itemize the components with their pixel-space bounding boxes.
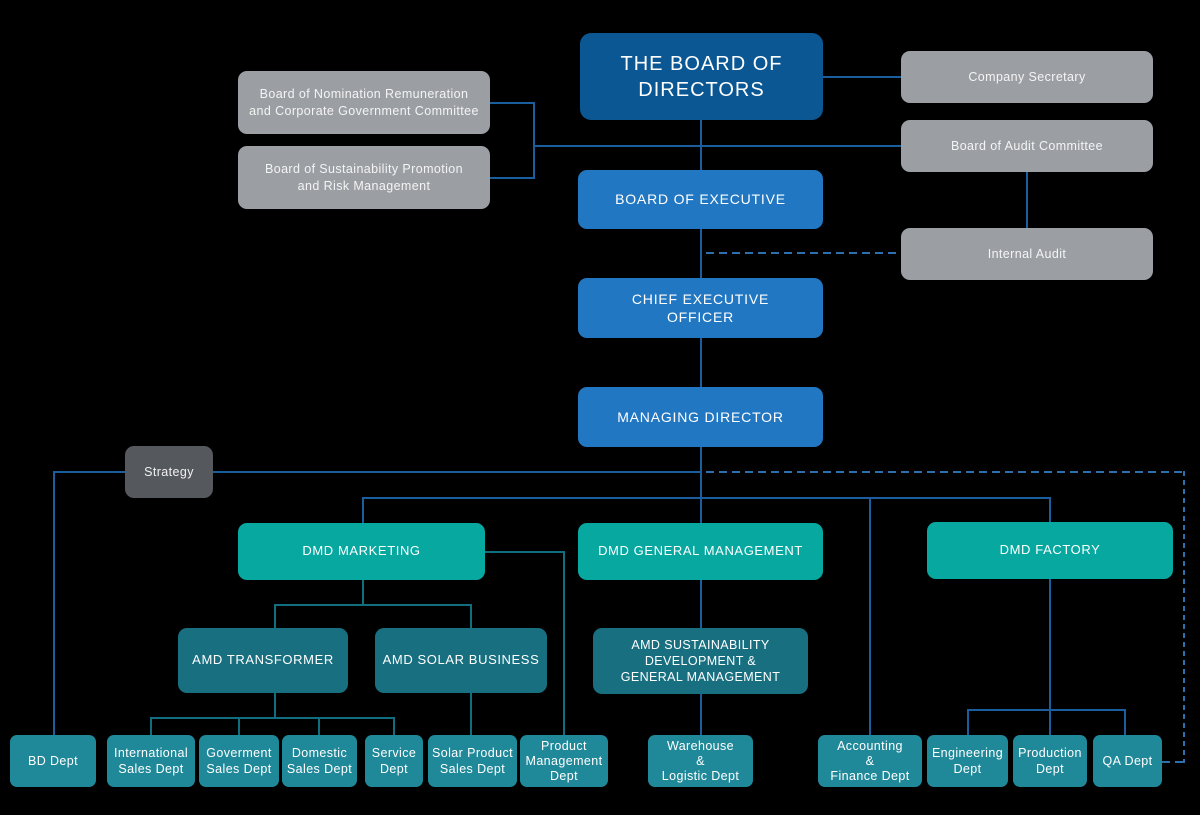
node-dmd-factory: DMD FACTORY — [927, 522, 1173, 579]
node-amd-transformer: AMD TRANSFORMER — [178, 628, 348, 693]
connector-strategy-crossbar — [53, 471, 701, 473]
connector-dashed-strategy-right — [706, 471, 1185, 473]
node-dmd-marketing: DMD MARKETING — [238, 523, 485, 580]
node-audit-committee: Board of Audit Committee — [901, 120, 1153, 172]
connector-nomination-stub — [490, 102, 534, 104]
node-board-of-executive: BOARD OF EXECUTIVE — [578, 170, 823, 229]
connector-marketing-to-product-mgmt-v — [563, 551, 565, 735]
connector-drop-dmd-marketing — [362, 497, 364, 523]
connector-amd-solar-to-solar-product — [470, 693, 472, 735]
node-warehouse-logistic-dept: Warehouse & Logistic Dept — [648, 735, 753, 787]
connector-dmd-factory-to-production — [1049, 578, 1051, 735]
connector-dashed-to-qa — [1162, 761, 1185, 763]
connector-marketing-to-product-mgmt-h — [485, 551, 565, 553]
node-board-of-directors: THE BOARD OF DIRECTORS — [580, 33, 823, 120]
connector-dmd-gm-to-amd-sust — [700, 580, 702, 628]
node-company-secretary: Company Secretary — [901, 51, 1153, 103]
node-internal-audit: Internal Audit — [901, 228, 1153, 280]
node-qa-dept: QA Dept — [1093, 735, 1162, 787]
connector-to-bd-dept — [53, 471, 55, 735]
connector-md-to-dmd-gm — [700, 447, 702, 523]
connector-bod-company-secretary — [823, 76, 901, 78]
node-goverment-sales-dept: Goverment Sales Dept — [199, 735, 279, 787]
connector-audit-internal-audit — [1026, 172, 1028, 228]
connector-drop-engineering — [967, 709, 969, 735]
node-product-management-dept: Product Management Dept — [520, 735, 608, 787]
connector-drop-domestic — [318, 717, 320, 735]
node-nomination-committee: Board of Nomination Remuneration and Cor… — [238, 71, 490, 134]
node-engineering-dept: Engineering Dept — [927, 735, 1008, 787]
connector-drop-service — [393, 717, 395, 735]
node-accounting-finance-dept: Accounting & Finance Dept — [818, 735, 922, 787]
connector-drop-dmd-factory — [1049, 497, 1051, 522]
node-bd-dept: BD Dept — [10, 735, 96, 787]
node-strategy: Strategy — [125, 446, 213, 498]
connector-ceo-to-md — [700, 338, 702, 387]
connector-committees-audit-crossbar — [533, 145, 901, 147]
node-international-sales-dept: International Sales Dept — [107, 735, 195, 787]
connector-drop-goverment — [238, 717, 240, 735]
connector-amd-sust-to-warehouse — [700, 694, 702, 735]
connector-amd-bracket — [274, 604, 471, 606]
node-amd-solar-business: AMD SOLAR BUSINESS — [375, 628, 547, 693]
node-amd-sustainability: AMD SUSTAINABILITY DEVELOPMENT & GENERAL… — [593, 628, 808, 694]
connector-drop-qa — [1124, 709, 1126, 735]
connector-drop-international — [150, 717, 152, 735]
connector-boe-to-ceo — [700, 229, 702, 278]
node-service-dept: Service Dept — [365, 735, 423, 787]
node-chief-executive-officer: CHIEF EXECUTIVE OFFICER — [578, 278, 823, 338]
connector-left-committees-bracket — [533, 102, 535, 179]
node-domestic-sales-dept: Domestic Sales Dept — [282, 735, 357, 787]
connector-dashed-right-edge — [1183, 471, 1185, 763]
connector-dmd-crossbar — [362, 497, 1050, 499]
connector-dmd-marketing-stem — [362, 580, 364, 605]
node-managing-director: MANAGING DIRECTOR — [578, 387, 823, 447]
connector-drop-amd-transformer — [274, 604, 276, 628]
node-dmd-general-management: DMD GENERAL MANAGEMENT — [578, 523, 823, 580]
node-production-dept: Production Dept — [1013, 735, 1087, 787]
connector-amd-transformer-stem — [274, 693, 276, 718]
connector-factory-bracket — [967, 709, 1126, 711]
connector-sales-bracket — [150, 717, 395, 719]
node-solar-product-sales-dept: Solar Product Sales Dept — [428, 735, 517, 787]
connector-sustainability-stub — [490, 177, 534, 179]
connector-to-accounting-finance — [869, 497, 871, 735]
connector-dashed-internal-audit — [706, 252, 901, 254]
connector-drop-amd-solar — [470, 604, 472, 628]
node-sustainability-committee: Board of Sustainability Promotion and Ri… — [238, 146, 490, 209]
